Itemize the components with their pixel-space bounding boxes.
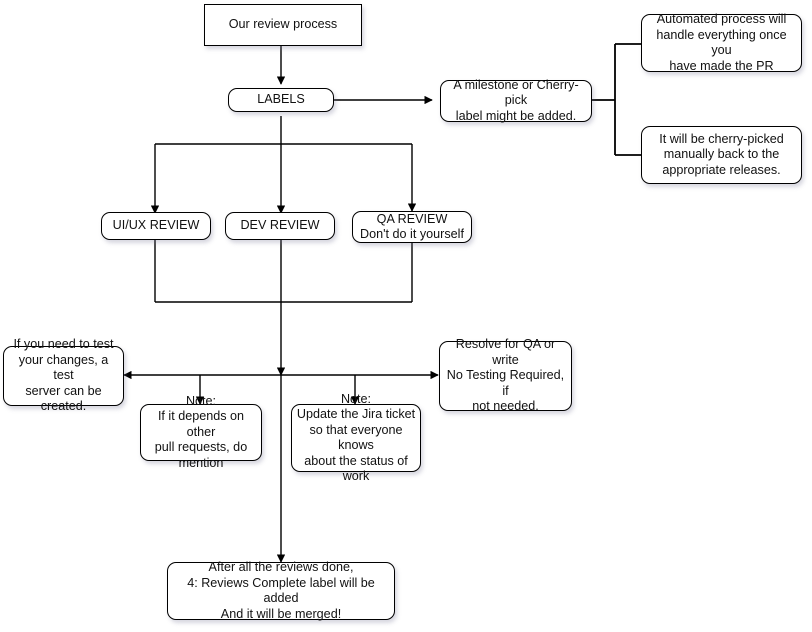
node-our-review-process[interactable]: Our review process	[204, 4, 362, 46]
node-qa-review[interactable]: QA REVIEW Don't do it yourself	[352, 211, 472, 243]
node-milestone-cherrypick[interactable]: A milestone or Cherry-pick label might b…	[440, 77, 592, 123]
node-dev-review[interactable]: DEV REVIEW	[225, 212, 335, 240]
node-automated-process-label: Automated process will handle everything…	[656, 12, 787, 73]
node-qa-review-label: QA REVIEW Don't do it yourself	[360, 211, 464, 242]
node-uiux-review[interactable]: UI/UX REVIEW	[101, 212, 211, 240]
node-note-depends-label: Note: If it depends on other pull reques…	[154, 393, 248, 470]
node-note-jira[interactable]: Note: Update the Jira ticket so that eve…	[291, 392, 421, 483]
node-labels-label: LABELS	[257, 92, 305, 107]
node-resolve-qa[interactable]: Resolve for QA or write No Testing Requi…	[439, 337, 572, 413]
node-uiux-review-label: UI/UX REVIEW	[112, 218, 200, 233]
node-note-depends[interactable]: Note: If it depends on other pull reques…	[140, 394, 262, 470]
node-resolve-qa-label: Resolve for QA or write No Testing Requi…	[446, 337, 565, 414]
node-final-merge-label: After all the reviews done, 4: Reviews C…	[187, 560, 375, 621]
node-note-jira-label: Note: Update the Jira ticket so that eve…	[296, 391, 416, 484]
node-cherry-picked-manually[interactable]: It will be cherry-picked manually back t…	[641, 126, 802, 184]
node-automated-process[interactable]: Automated process will handle everything…	[641, 12, 802, 73]
node-milestone-cherrypick-label: A milestone or Cherry-pick label might b…	[453, 77, 579, 123]
node-test-server-label: If you need to test your changes, a test…	[13, 337, 114, 414]
node-labels[interactable]: LABELS	[228, 88, 334, 112]
node-dev-review-label: DEV REVIEW	[240, 218, 320, 233]
node-cherry-picked-manually-label: It will be cherry-picked manually back t…	[659, 131, 784, 177]
node-test-server[interactable]: If you need to test your changes, a test…	[3, 337, 124, 413]
node-final-merge[interactable]: After all the reviews done, 4: Reviews C…	[167, 560, 395, 621]
node-our-review-process-label: Our review process	[228, 17, 338, 32]
